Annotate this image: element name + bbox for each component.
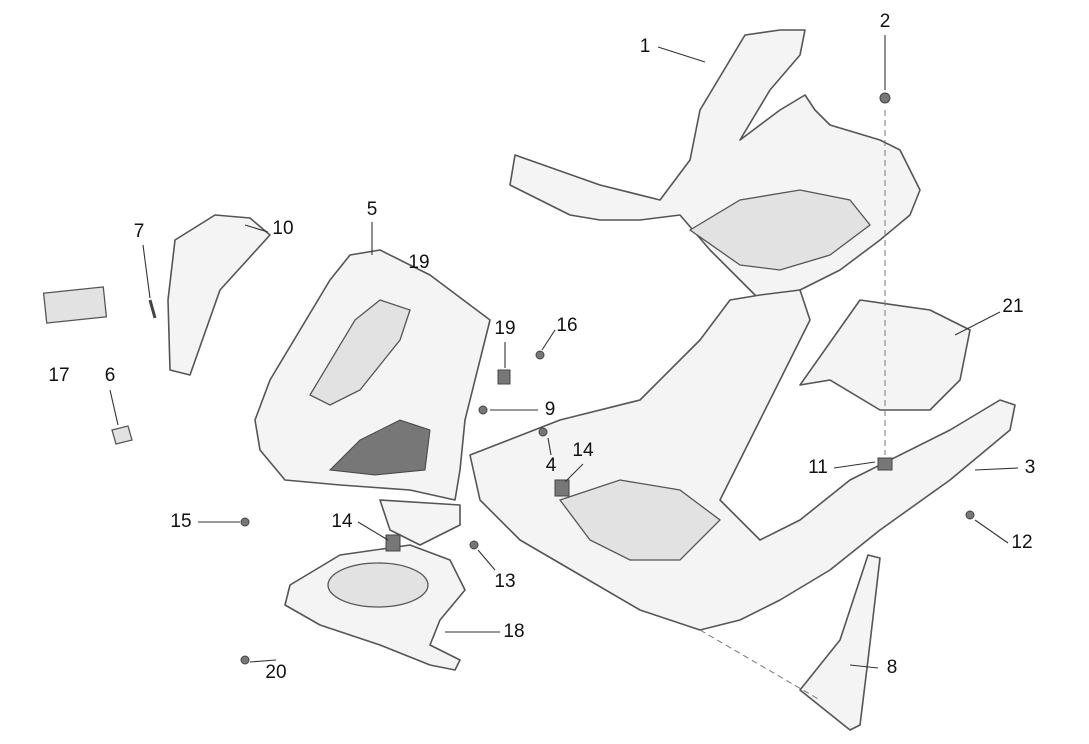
- part-14-clip-2: [385, 534, 401, 552]
- part-5-grille: [309, 299, 411, 406]
- callout-8: 8: [887, 657, 898, 678]
- callout-14: 14: [572, 440, 594, 461]
- part-2-screw: [879, 92, 891, 104]
- callout-10: 10: [272, 218, 293, 239]
- part-20-screw: [240, 655, 250, 665]
- part-6-clip: [111, 425, 133, 445]
- part-1-detail: [688, 189, 871, 271]
- callout-14: 14: [331, 511, 353, 532]
- part-9-screw: [478, 405, 488, 415]
- callout-20: 20: [265, 662, 286, 683]
- callout-11: 11: [808, 457, 828, 478]
- callout-2: 2: [880, 11, 891, 32]
- callout-1: 1: [640, 36, 651, 57]
- leader-lines: [109, 35, 1019, 669]
- callout-17: 17: [48, 365, 69, 386]
- part-7-screw: [148, 299, 157, 319]
- callout-16: 16: [556, 315, 577, 336]
- callout-6: 6: [105, 365, 116, 386]
- part-3-recess: [558, 479, 721, 561]
- callout-19: 19: [408, 252, 429, 273]
- part-10-front-mudguard: [167, 214, 271, 376]
- part-13-screw: [469, 540, 479, 550]
- callout-12: 12: [1011, 532, 1032, 553]
- callout-3: 3: [1025, 457, 1036, 478]
- callout-15: 15: [170, 511, 191, 532]
- part-18-opening: [327, 562, 429, 608]
- part-17-badge: [42, 286, 108, 324]
- part-12-screw: [965, 510, 975, 520]
- callout-7: 7: [134, 221, 145, 242]
- callout-4: 4: [546, 455, 557, 476]
- part-4-screw: [538, 427, 548, 437]
- callout-21: 21: [1002, 296, 1023, 317]
- callout-13: 13: [494, 571, 515, 592]
- callout-18: 18: [503, 621, 524, 642]
- part-5-lower-lip: [379, 499, 461, 546]
- part-15-screw: [240, 517, 250, 527]
- part-19-clip: [497, 369, 511, 385]
- part-11-clip: [877, 457, 893, 471]
- part-16-screw: [535, 350, 545, 360]
- part-14-clip: [554, 479, 570, 497]
- assembly-axis: [699, 629, 821, 701]
- callout-5: 5: [367, 199, 378, 220]
- part-5-vent: [328, 419, 431, 476]
- callout-19: 19: [494, 318, 515, 339]
- callout-9: 9: [545, 399, 556, 420]
- part-1-inner-shield: [509, 29, 921, 301]
- part-8-side-trim: [799, 554, 881, 731]
